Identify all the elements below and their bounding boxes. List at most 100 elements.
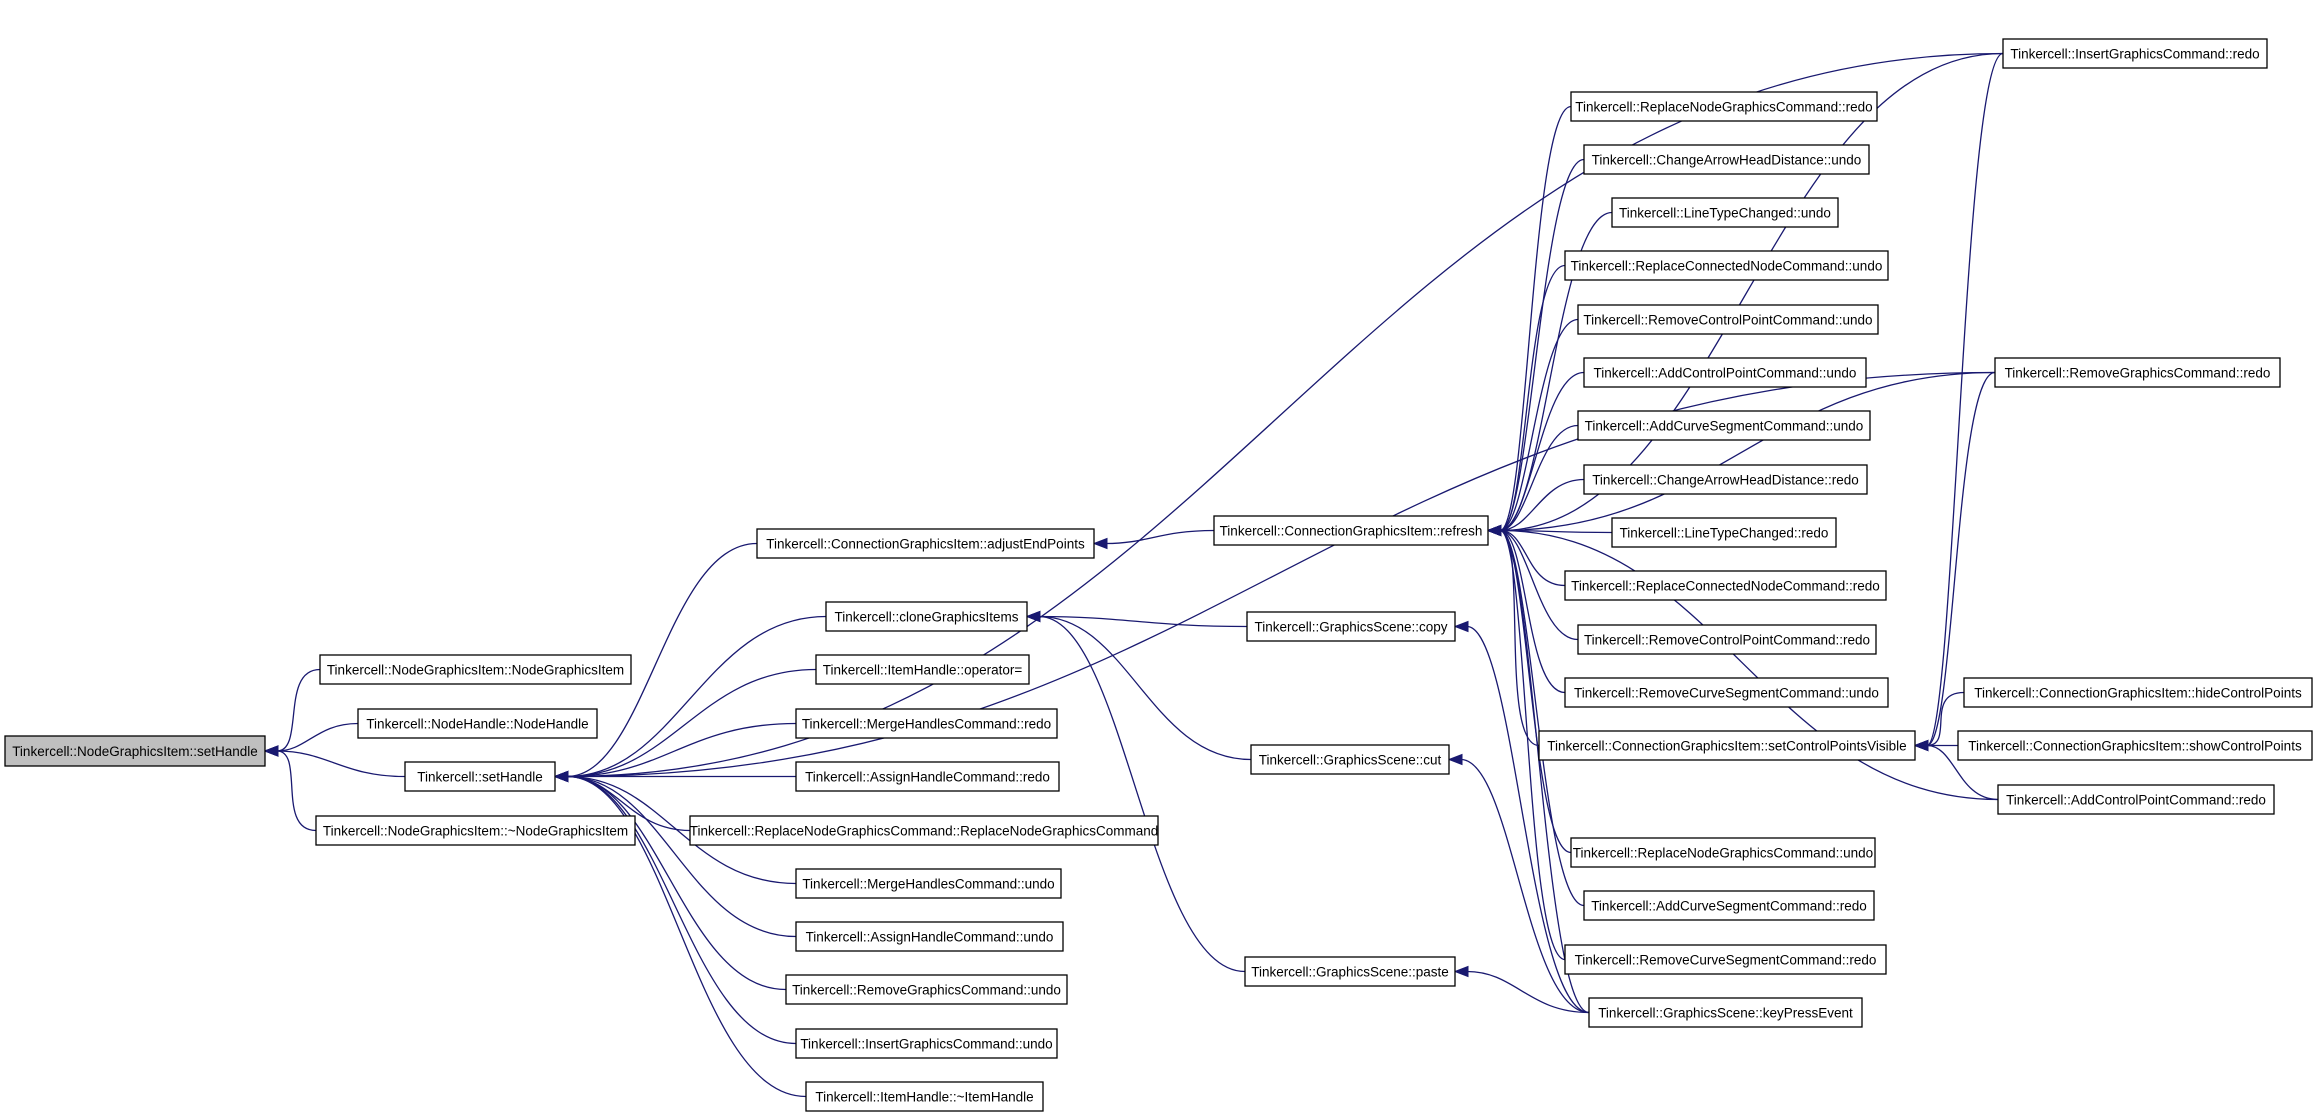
node-label: Tinkercell::RemoveGraphicsCommand::redo — [2005, 366, 2271, 381]
arrowhead-gs_keypress-to-refresh — [1486, 524, 1502, 537]
node-box[interactable] — [1246, 611, 1456, 642]
node-box[interactable] — [1583, 890, 1875, 921]
node-box[interactable] — [4, 735, 266, 767]
node-adjust[interactable]: Tinkercell::ConnectionGraphicsItem::adju… — [756, 528, 1095, 559]
node-cahd_undo[interactable]: Tinkercell::ChangeArrowHeadDistance::und… — [1583, 144, 1870, 175]
edge-rcsc_redo-to-refresh — [1499, 529, 1566, 961]
node-box[interactable] — [1213, 515, 1489, 546]
node-box[interactable] — [1588, 997, 1863, 1028]
node-ih_dtor[interactable]: Tinkercell::ItemHandle::~ItemHandle — [805, 1081, 1044, 1112]
node-box[interactable] — [1244, 956, 1456, 987]
node-ah_undo[interactable]: Tinkercell::AssignHandleCommand::undo — [795, 921, 1064, 952]
node-igc_undo[interactable]: Tinkercell::InsertGraphicsCommand::undo — [795, 1028, 1058, 1059]
node-ngi_dtor[interactable]: Tinkercell::NodeGraphicsItem::~NodeGraph… — [315, 815, 636, 846]
arrowhead-ih_dtor-to-sethandle — [553, 770, 569, 783]
node-box[interactable] — [825, 601, 1028, 632]
node-box[interactable] — [1957, 730, 2313, 761]
node-rgc_redo[interactable]: Tinkercell::RemoveGraphicsCommand::redo — [1994, 357, 2281, 388]
node-box[interactable] — [795, 1028, 1058, 1059]
node-rngc_undo[interactable]: Tinkercell::ReplaceNodeGraphicsCommand::… — [1570, 837, 1876, 868]
node-box[interactable] — [357, 708, 598, 739]
node-box[interactable] — [1963, 677, 2313, 708]
edge-cahd_undo-to-refresh — [1499, 158, 1585, 532]
node-hidecp[interactable]: Tinkercell::ConnectionGraphicsItem::hide… — [1963, 677, 2313, 708]
node-acpc_redo[interactable]: Tinkercell::AddControlPointCommand::redo — [1997, 784, 2275, 815]
node-rngc_redo[interactable]: Tinkercell::ReplaceNodeGraphicsCommand::… — [1570, 91, 1878, 122]
node-ltc_redo[interactable]: Tinkercell::LineTypeChanged::redo — [1611, 517, 1837, 548]
edge-rgc_undo-to-sethandle — [566, 775, 787, 991]
node-ltc_undo[interactable]: Tinkercell::LineTypeChanged::undo — [1611, 197, 1839, 228]
node-label: Tinkercell::AddCurveSegmentCommand::redo — [1591, 899, 1867, 914]
node-ngi_ctor[interactable]: Tinkercell::NodeGraphicsItem::NodeGraphi… — [319, 654, 632, 685]
node-gs_paste[interactable]: Tinkercell::GraphicsScene::paste — [1244, 956, 1456, 987]
node-root[interactable]: Tinkercell::NodeGraphicsItem::setHandle — [4, 735, 266, 767]
node-igc_redo[interactable]: Tinkercell::InsertGraphicsCommand::redo — [2002, 38, 2268, 69]
node-box[interactable] — [795, 708, 1058, 739]
node-setcpv[interactable]: Tinkercell::ConnectionGraphicsItem::setC… — [1538, 730, 1916, 761]
edge-gs_keypress-to-gs_copy — [1466, 625, 1590, 1014]
node-refresh[interactable]: Tinkercell::ConnectionGraphicsItem::refr… — [1213, 515, 1489, 546]
node-box[interactable] — [689, 815, 1159, 846]
arrowhead-gs_keypress-to-gs_copy — [1453, 620, 1469, 633]
node-rngc_ctor[interactable]: Tinkercell::ReplaceNodeGraphicsCommand::… — [689, 815, 1159, 846]
node-nh_ctor[interactable]: Tinkercell::NodeHandle::NodeHandle — [357, 708, 598, 739]
node-gs_cut[interactable]: Tinkercell::GraphicsScene::cut — [1250, 744, 1450, 775]
node-box[interactable] — [815, 654, 1030, 685]
node-box[interactable] — [1577, 410, 1871, 441]
node-box[interactable] — [756, 528, 1095, 559]
node-rcsc_redo[interactable]: Tinkercell::RemoveCurveSegmentCommand::r… — [1564, 944, 1887, 975]
node-box[interactable] — [1577, 304, 1879, 335]
node-mh_redo[interactable]: Tinkercell::MergeHandlesCommand::redo — [795, 708, 1058, 739]
node-box[interactable] — [1538, 730, 1916, 761]
node-box[interactable] — [1570, 837, 1876, 868]
node-box[interactable] — [795, 921, 1064, 952]
node-label: Tinkercell::ConnectionGraphicsItem::adju… — [766, 537, 1085, 552]
node-ah_redo[interactable]: Tinkercell::AssignHandleCommand::redo — [795, 761, 1060, 792]
node-box[interactable] — [805, 1081, 1044, 1112]
node-box[interactable] — [1994, 357, 2281, 388]
node-box[interactable] — [1564, 570, 1887, 601]
node-box[interactable] — [1564, 944, 1887, 975]
node-clone[interactable]: Tinkercell::cloneGraphicsItems — [825, 601, 1028, 632]
node-label: Tinkercell::RemoveCurveSegmentCommand::r… — [1575, 953, 1877, 968]
node-box[interactable] — [1583, 464, 1868, 495]
node-box[interactable] — [1564, 677, 1889, 708]
node-rcnc_redo[interactable]: Tinkercell::ReplaceConnectedNodeCommand:… — [1564, 570, 1887, 601]
node-box[interactable] — [2002, 38, 2268, 69]
arrowhead-refresh-to-adjust — [1092, 537, 1108, 550]
node-ih_op[interactable]: Tinkercell::ItemHandle::operator= — [815, 654, 1030, 685]
edge-refresh-to-adjust — [1105, 529, 1215, 545]
node-cahd_redo[interactable]: Tinkercell::ChangeArrowHeadDistance::red… — [1583, 464, 1868, 495]
node-acsc_undo[interactable]: Tinkercell::AddCurveSegmentCommand::undo — [1577, 410, 1871, 441]
node-rcpc_redo[interactable]: Tinkercell::RemoveControlPointCommand::r… — [1577, 624, 1877, 655]
node-sethandle[interactable]: Tinkercell::setHandle — [404, 761, 556, 792]
node-box[interactable] — [1611, 197, 1839, 228]
node-box[interactable] — [795, 761, 1060, 792]
node-gs_keypress[interactable]: Tinkercell::GraphicsScene::keyPressEvent — [1588, 997, 1863, 1028]
node-rgc_undo[interactable]: Tinkercell::RemoveGraphicsCommand::undo — [785, 974, 1068, 1005]
edge-gs_keypress-to-refresh — [1499, 529, 1590, 1014]
node-gs_copy[interactable]: Tinkercell::GraphicsScene::copy — [1246, 611, 1456, 642]
node-box[interactable] — [1997, 784, 2275, 815]
node-box[interactable] — [785, 974, 1068, 1005]
node-box[interactable] — [319, 654, 632, 685]
node-mh_undo[interactable]: Tinkercell::MergeHandlesCommand::undo — [795, 868, 1062, 899]
node-box[interactable] — [795, 868, 1062, 899]
node-acpc_undo[interactable]: Tinkercell::AddControlPointCommand::undo — [1583, 357, 1867, 388]
node-box[interactable] — [1564, 250, 1889, 281]
node-rcpc_undo[interactable]: Tinkercell::RemoveControlPointCommand::u… — [1577, 304, 1879, 335]
edge-gs_keypress-to-gs_cut — [1460, 758, 1590, 1014]
node-acsc_redo[interactable]: Tinkercell::AddCurveSegmentCommand::redo — [1583, 890, 1875, 921]
node-box[interactable] — [404, 761, 556, 792]
node-box[interactable] — [315, 815, 636, 846]
node-box[interactable] — [1570, 91, 1878, 122]
node-showcp[interactable]: Tinkercell::ConnectionGraphicsItem::show… — [1957, 730, 2313, 761]
node-box[interactable] — [1583, 357, 1867, 388]
node-rcsc_undo[interactable]: Tinkercell::RemoveCurveSegmentCommand::u… — [1564, 677, 1889, 708]
node-box[interactable] — [1611, 517, 1837, 548]
node-box[interactable] — [1577, 624, 1877, 655]
node-label: Tinkercell::ConnectionGraphicsItem::show… — [1968, 739, 2302, 754]
node-box[interactable] — [1250, 744, 1450, 775]
node-rcnc_undo[interactable]: Tinkercell::ReplaceConnectedNodeCommand:… — [1564, 250, 1889, 281]
node-box[interactable] — [1583, 144, 1870, 175]
